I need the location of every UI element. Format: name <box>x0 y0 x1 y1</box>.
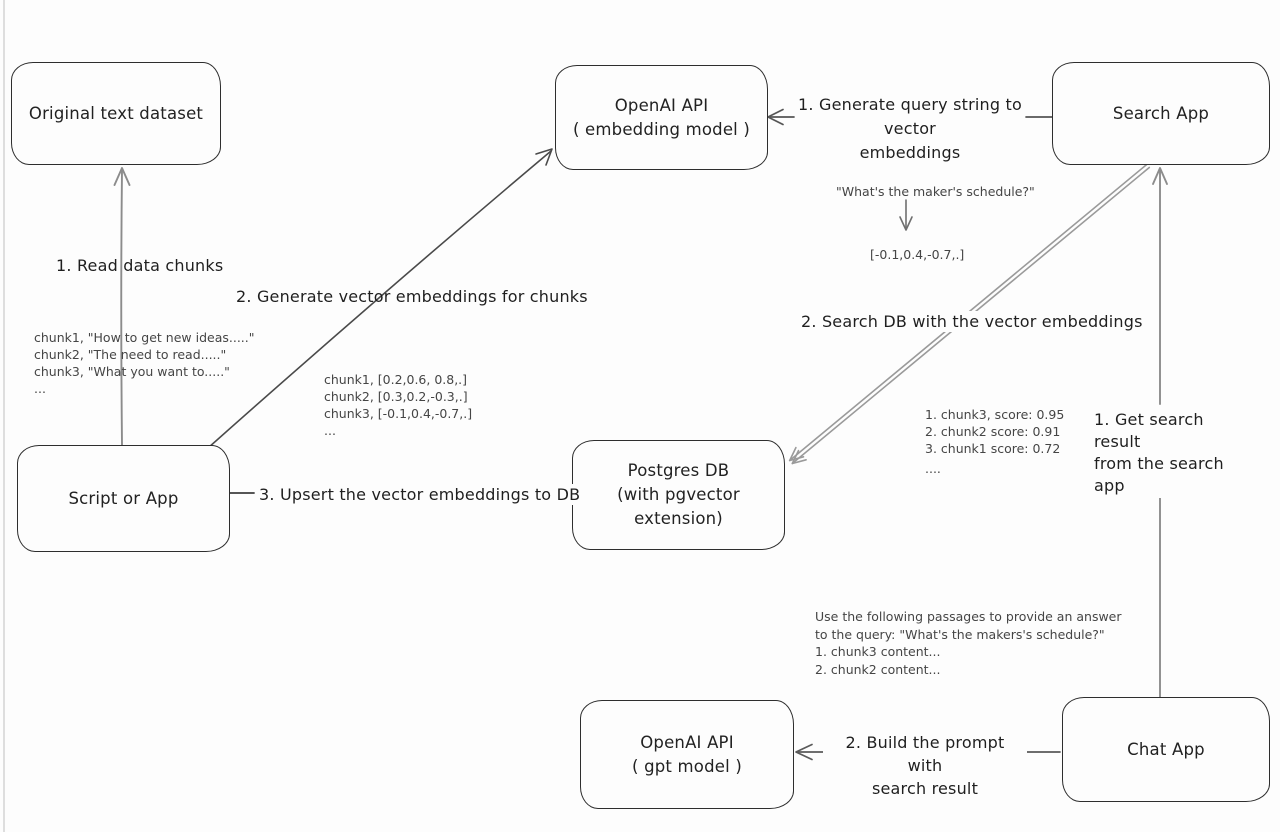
arrow-query-to-embedding <box>767 108 1053 126</box>
node-postgres-db-subtitle: (with pgvector extension) <box>617 485 740 528</box>
annotation-vector-list: chunk1, [0.2,0.6, 0.8,.] chunk2, [0.3,0.… <box>324 372 473 438</box>
label-read-data-chunks: 1. Read data chunks <box>56 256 224 275</box>
annotation-chunk-list: chunk1, "How to get new ideas....." chun… <box>34 330 255 396</box>
annotation-query-string: "What's the maker's schedule?" <box>836 184 1035 199</box>
node-openai-embedding-subtitle: ( embedding model ) <box>572 119 751 139</box>
node-chat-app-label: Chat App <box>1127 739 1205 759</box>
node-script-or-app: Script or App <box>17 445 230 552</box>
node-chat-app: Chat App <box>1062 697 1270 802</box>
annotation-query-vector: [-0.1,0.4,-0.7,.] <box>870 247 965 262</box>
node-search-app-label: Search App <box>1112 103 1210 123</box>
node-postgres-db: Postgres DB (with pgvector extension) <box>572 440 785 550</box>
node-openai-embedding-title: OpenAI API <box>614 95 709 115</box>
arrow-query-string-to-vector <box>899 199 913 231</box>
node-openai-gpt-subtitle: ( gpt model ) <box>631 756 742 776</box>
label-get-search-result: 1. Get search result from the search app <box>1090 408 1258 498</box>
node-original-text-dataset: Original text dataset <box>11 62 221 165</box>
arrow-get-search-result <box>1152 167 1168 698</box>
node-openai-gpt-title: OpenAI API <box>640 732 734 752</box>
node-search-app: Search App <box>1052 62 1270 165</box>
annotation-score-list: 1. chunk3, score: 0.95 2. chunk2 score: … <box>925 407 1065 476</box>
label-generate-embeddings: 2. Generate vector embeddings for chunks <box>236 287 588 306</box>
node-openai-embedding: OpenAI API ( embedding model ) <box>555 65 768 170</box>
annotation-prompt-text: Use the following passages to provide an… <box>815 609 1122 677</box>
label-query-to-embedding: 1. Generate query string to vector embed… <box>798 95 1022 162</box>
arrow-read-data-chunks <box>113 167 131 446</box>
node-postgres-db-title: Postgres DB <box>627 461 730 480</box>
arrow-generate-embeddings <box>207 148 553 449</box>
label-upsert-to-db: 3. Upsert the vector embeddings to DB <box>255 484 585 505</box>
label-build-prompt: 2. Build the prompt with search result <box>823 730 1027 801</box>
canvas-left-edge <box>3 0 5 832</box>
node-openai-gpt: OpenAI API ( gpt model ) <box>580 700 794 809</box>
label-search-db: 2. Search DB with the vector embeddings <box>797 311 1147 332</box>
node-original-text-dataset-label: Original text dataset <box>28 103 204 123</box>
node-script-or-app-label: Script or App <box>68 488 179 508</box>
